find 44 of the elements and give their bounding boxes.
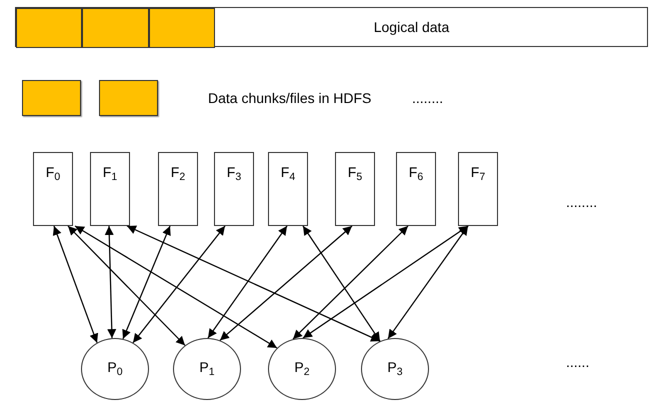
file-box: [396, 152, 436, 226]
double-arrow: [302, 226, 380, 342]
data-chunk-box: [22, 80, 81, 116]
file-box: [458, 152, 498, 226]
file-box: [33, 152, 73, 226]
node-label: P$_{0}$: [107, 360, 123, 374]
double-arrow: [302, 226, 468, 339]
data-chunk-cell: [82, 8, 149, 48]
node-label: F$_{2}$: [170, 165, 186, 185]
double-arrow: [122, 226, 171, 340]
data-chunk-cell: [149, 8, 215, 48]
file-box: [90, 152, 130, 226]
node-label: F$_{5}$: [348, 165, 362, 185]
file-box: [158, 152, 198, 226]
logical-data-bar: [15, 7, 648, 47]
chunks-caption: Data chunks/files in HDFS: [208, 89, 372, 108]
file-box: [335, 152, 375, 226]
node-label: F$_{1}$: [102, 165, 118, 185]
double-arrow: [208, 226, 288, 338]
double-arrow: [220, 226, 352, 341]
node-label: Logical data: [374, 20, 450, 34]
double-arrow: [126, 225, 380, 342]
ellipsis: ........: [412, 89, 444, 108]
node-label: F$_{6}$: [408, 165, 424, 185]
node-label: F$_{3}$: [226, 165, 242, 185]
double-arrow: [388, 226, 468, 340]
double-arrow: [68, 226, 186, 346]
data-chunk-cell: [16, 8, 82, 48]
file-box: [214, 152, 254, 226]
node-label: P$_{3}$: [387, 360, 403, 374]
double-arrow: [132, 226, 226, 344]
node-label: P$_{1}$: [199, 360, 215, 374]
ellipsis: ........: [566, 193, 598, 212]
node-label: F$_{7}$: [470, 165, 486, 185]
ellipsis: ......: [566, 353, 590, 372]
double-arrow: [52, 226, 98, 343]
double-arrow: [74, 225, 278, 348]
data-chunk-box: [99, 80, 158, 116]
double-arrow: [292, 226, 408, 340]
node-label: F$_{0}$: [46, 165, 60, 185]
double-arrow: [104, 226, 116, 338]
node-label: P$_{2}$: [294, 360, 310, 374]
file-box: [268, 152, 308, 226]
node-label: F$_{4}$: [280, 165, 296, 185]
